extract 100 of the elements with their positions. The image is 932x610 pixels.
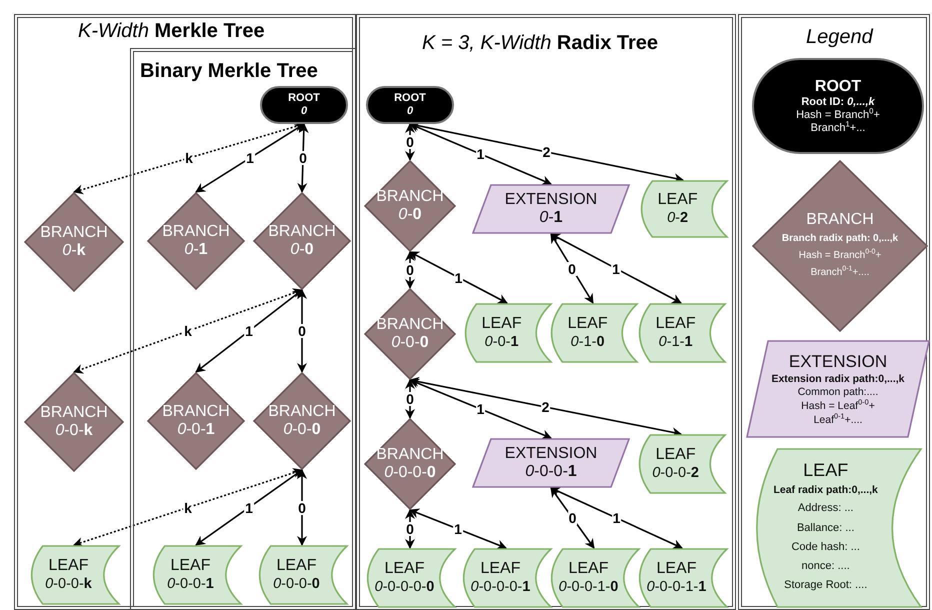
panel-title: K = 3, K-Width Radix Tree [422, 32, 658, 55]
connector-arrow [550, 487, 683, 549]
node-title: LEAF [568, 315, 608, 334]
edge-label: 2 [542, 145, 552, 159]
node-title: LEAF [803, 460, 848, 482]
node-label: 0-0 [290, 241, 314, 260]
edge-label: 1 [244, 324, 254, 338]
node-title: EXTENSION [504, 444, 598, 463]
node-label: Common path:.... [798, 386, 878, 399]
leaf-storage-shape [28, 545, 120, 605]
node-title: ROOT [814, 78, 862, 96]
node-label: Leaf$^{0-1}$+.... [814, 414, 862, 428]
connector-arrow [409, 508, 507, 550]
leaf-storage-shape [462, 303, 552, 363]
node-label: 0-1-0 [570, 334, 605, 351]
node-title: LEAF [48, 557, 88, 576]
branch-diamond [364, 418, 456, 510]
connector-arrow [195, 123, 305, 193]
connector-arrow [405, 509, 415, 549]
node-label: 0-k [62, 242, 86, 260]
connector-arrow [195, 289, 303, 373]
connector-arrow [409, 378, 552, 440]
branch-diamond [253, 192, 351, 290]
leaf-storage-shape [548, 548, 640, 608]
node-label: nonce: .... [802, 559, 850, 574]
node-label: 0-0-0-2 [652, 464, 699, 482]
leaf-storage-shape [150, 545, 242, 605]
node-title: BRANCH [268, 222, 336, 241]
root-terminal [366, 86, 454, 124]
connector-arrow [405, 123, 415, 161]
edge-label: 2 [540, 400, 550, 414]
connector-arrow [195, 469, 303, 546]
diagram-panel [130, 48, 356, 610]
node-label: 0-0-1 [177, 421, 215, 440]
connector-arrow [550, 233, 594, 304]
node-title: LEAF [658, 191, 698, 210]
branch-diamond [364, 288, 456, 380]
node-label: 0-1 [184, 241, 208, 260]
node-label: 0-0-0-1 [525, 463, 577, 482]
node-title: EXTENSION [788, 350, 888, 373]
branch-diamond [147, 372, 245, 470]
node-title: BRANCH [376, 446, 444, 464]
panel-title: Legend [806, 26, 873, 49]
node-label: 0-1-1 [658, 334, 693, 351]
branch-diamond [364, 160, 456, 252]
node-label: 0-0-0 [391, 334, 429, 352]
panel-title: Binary Merkle Tree [140, 60, 318, 83]
node-label: Branch radix path: 0,...,k [782, 232, 898, 246]
node-title: BRANCH [162, 222, 230, 241]
node-label: Ballance: ... [796, 520, 854, 536]
dotted-connector-arrow [73, 468, 303, 547]
node-label: 0-0-0-1 [167, 576, 214, 593]
node-label: 0-0-0-0-1 [470, 578, 530, 596]
node-label: 0-2 [667, 210, 688, 227]
edge-label: 1 [611, 262, 621, 276]
node-label: 0-0-1 [484, 334, 519, 351]
node-label: 0-0-0-0-0 [374, 578, 434, 596]
node-title: EXTENSION [504, 190, 598, 209]
connector-arrow [405, 251, 415, 289]
node-title: LEAF [656, 315, 696, 334]
node-label: 0 [300, 105, 308, 118]
leaf-storage-shape [636, 548, 728, 608]
node-label: 0-0 [398, 206, 422, 224]
branch-diamond [24, 372, 124, 472]
node-title: BRANCH [40, 404, 108, 422]
node-label: Leaf radix path:0,...,k [773, 483, 878, 498]
node-label: 0-0-0-1-1 [646, 578, 706, 596]
connector-arrow [297, 289, 307, 373]
node-label: 0-0-0-1-0 [558, 578, 618, 596]
leaf-storage-shape [364, 548, 456, 608]
diagram-panel [356, 14, 736, 610]
root-terminal [752, 58, 924, 154]
root-terminal [260, 86, 348, 124]
edge-label: 1 [244, 500, 254, 514]
diagram-panel [738, 14, 930, 610]
node-title: ROOT [288, 92, 320, 105]
branch-diamond [253, 372, 351, 470]
node-title: LEAF [384, 560, 424, 579]
node-label: Storage Root: .... [784, 578, 868, 594]
node-label: 0 [406, 105, 414, 118]
leaf-storage-shape [636, 303, 726, 363]
node-label: 0-1 [539, 209, 563, 228]
node-label: Root ID: 0,...,k [801, 96, 875, 108]
node-title: BRANCH [162, 402, 230, 421]
node-label: Branch$^{0-1}$+.... [810, 264, 870, 280]
node-label: 0-0-k [55, 422, 93, 440]
node-title: ROOT [394, 92, 426, 105]
edge-label: 1 [476, 147, 486, 161]
node-title: LEAF [480, 560, 520, 579]
node-title: LEAF [170, 557, 210, 576]
connector-arrow [297, 469, 307, 546]
edge-label: 1 [245, 151, 255, 165]
node-label: Address: ... [798, 501, 854, 516]
leaf-storage-shape [460, 548, 552, 608]
node-label: Hash = Branch$^{0}$+ Branch$^{1}$+... [795, 108, 881, 134]
node-title: LEAF [482, 315, 522, 334]
node-label: Code hash: ... [791, 540, 860, 555]
node-label: 0-0-0-0 [384, 464, 436, 482]
edge-label: 0 [298, 151, 308, 165]
diagram-panel [14, 14, 356, 610]
